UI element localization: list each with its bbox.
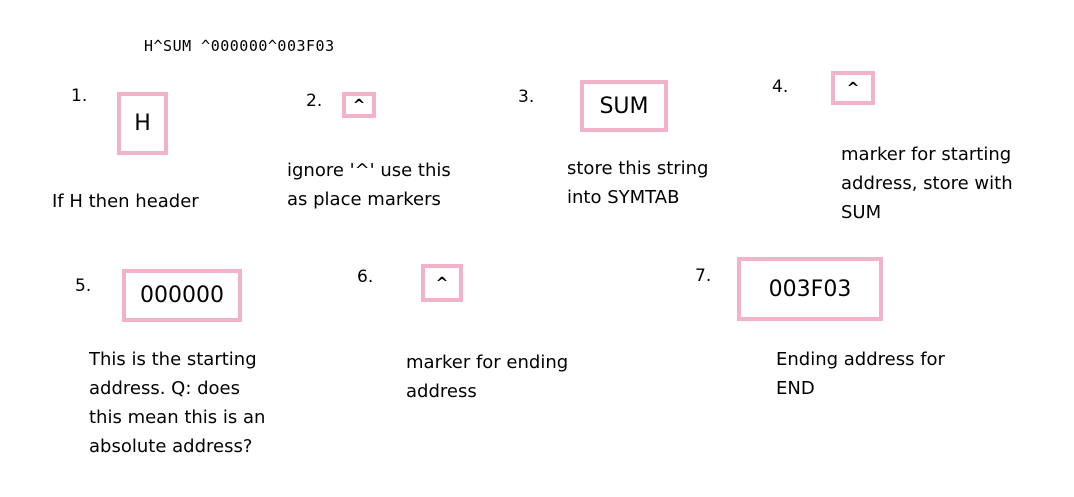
step-2-note-line-2: as place markers bbox=[287, 189, 441, 210]
step-6-note-line-1: marker for ending bbox=[406, 352, 569, 373]
step-6-note-line-2: address bbox=[406, 381, 477, 402]
step-4-note: marker for starting address, store with … bbox=[841, 140, 1013, 227]
step-4-note-line-2: address, store with bbox=[841, 173, 1013, 194]
step-3-number: 3. bbox=[518, 87, 535, 107]
step-1-note: If H then header bbox=[52, 187, 199, 216]
step-3-box: SUM bbox=[580, 80, 668, 132]
step-5-note: This is the starting address. Q: does th… bbox=[89, 345, 265, 461]
step-7-note: Ending address for END bbox=[776, 345, 945, 403]
step-5-note-line-2: address. Q: does bbox=[89, 378, 241, 399]
step-4-number: 4. bbox=[772, 77, 789, 97]
step-6-note: marker for ending address bbox=[406, 348, 568, 406]
step-7-number: 7. bbox=[695, 266, 712, 286]
step-1-note-line-1: If H then header bbox=[52, 191, 199, 212]
step-5-note-line-4: absolute address? bbox=[89, 436, 253, 457]
step-5-box: 000000 bbox=[122, 269, 242, 322]
header-record: H^SUM ^000000^003F03 bbox=[144, 37, 335, 55]
step-3-note-line-1: store this string bbox=[567, 158, 709, 179]
step-2-number: 2. bbox=[306, 91, 323, 111]
step-2-box: ^ bbox=[342, 92, 376, 118]
step-5-number: 5. bbox=[75, 276, 92, 296]
step-4-note-line-3: SUM bbox=[841, 202, 882, 223]
step-1-number: 1. bbox=[71, 86, 88, 106]
step-6-number: 6. bbox=[357, 267, 374, 287]
step-4-note-line-1: marker for starting bbox=[841, 144, 1012, 165]
step-4-box: ^ bbox=[831, 71, 875, 105]
step-7-note-line-1: Ending address for bbox=[776, 349, 945, 370]
step-6-box: ^ bbox=[421, 264, 463, 302]
step-5-note-line-3: this mean this is an bbox=[89, 407, 266, 428]
step-1-box: H bbox=[117, 92, 168, 155]
step-3-note-line-2: into SYMTAB bbox=[567, 187, 680, 208]
step-5-note-line-1: This is the starting bbox=[89, 349, 257, 370]
step-7-note-line-2: END bbox=[776, 378, 815, 399]
step-2-note: ignore '^' use this as place markers bbox=[287, 156, 451, 214]
step-3-note: store this string into SYMTAB bbox=[567, 154, 709, 212]
step-2-note-line-1: ignore '^' use this bbox=[287, 160, 451, 181]
step-7-box: 003F03 bbox=[737, 257, 883, 321]
